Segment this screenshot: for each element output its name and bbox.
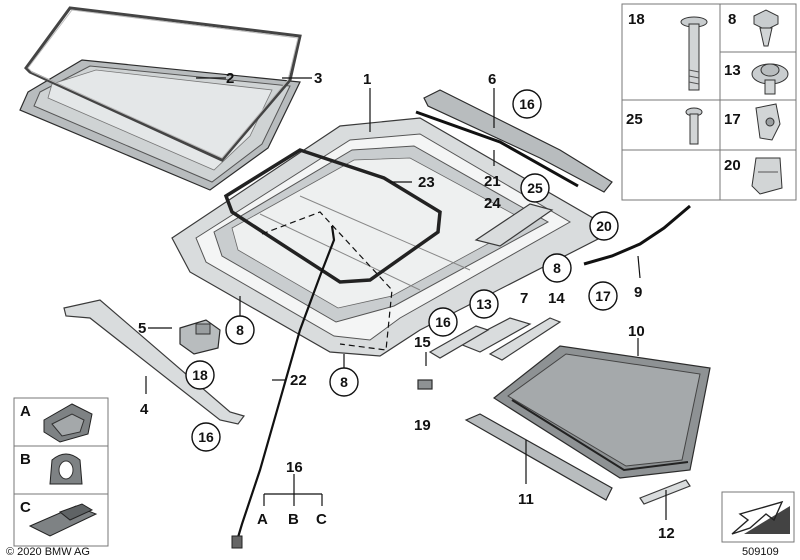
callout-10: 10 <box>628 323 645 340</box>
callout-8-circled-bottom: 8 <box>340 374 348 390</box>
bolt-icon <box>680 16 708 91</box>
group-16-variants: 16 A B C <box>257 459 327 528</box>
callout-3: 3 <box>314 70 322 87</box>
callout-23: 23 <box>418 174 435 191</box>
reference-dashed-outline <box>261 211 393 351</box>
leader-lines <box>145 77 667 520</box>
callout-15: 15 <box>414 334 431 351</box>
callout-14: 14 <box>548 290 565 307</box>
callout-11: 11 <box>518 491 534 508</box>
fastener-label-17: 17 <box>724 111 741 128</box>
callout-5: 5 <box>138 320 146 337</box>
cable-guide-part <box>428 325 490 359</box>
clip-variant-c-icon <box>28 503 98 537</box>
diagram-number: 509109 <box>742 546 779 558</box>
cross-member-part <box>464 413 613 501</box>
fastener-panel: 18 8 13 25 17 20 <box>621 3 797 201</box>
callout-25-circled: 25 <box>527 180 543 196</box>
callout-2: 2 <box>226 70 234 87</box>
clip-nut-icon <box>755 103 781 141</box>
self-tapping-screw-icon <box>753 9 779 47</box>
fastener-label-25: 25 <box>626 111 643 128</box>
frame-seal-part <box>223 148 442 284</box>
callout-16-circled-mid: 16 <box>435 314 451 330</box>
callout-20-circled: 20 <box>596 218 612 234</box>
rivet-icon <box>685 107 703 145</box>
group-16-b: B <box>288 511 299 528</box>
callout-6: 6 <box>488 71 496 88</box>
motor-part <box>179 319 221 355</box>
variant-legend: A B C <box>13 397 109 547</box>
guide-rail-right-part <box>458 317 532 353</box>
clip-part <box>417 379 433 390</box>
drain-hose-part <box>234 225 336 545</box>
callout-17-circled: 17 <box>595 288 611 304</box>
callout-21: 21 <box>484 173 501 190</box>
clip-variant-a-icon <box>43 403 93 443</box>
callout-8-circled-left: 8 <box>236 322 244 338</box>
spring-clip-icon <box>751 157 783 195</box>
callout-7: 7 <box>520 290 528 307</box>
group-16-label: 16 <box>286 459 303 476</box>
orientation-arrow-icon <box>721 491 795 543</box>
fastener-label-13: 13 <box>724 62 741 79</box>
callout-4: 4 <box>140 401 149 418</box>
screw-with-washer-icon <box>751 63 789 95</box>
sunroof-frame-part <box>171 117 601 357</box>
callout-16-circled-left: 16 <box>198 429 214 445</box>
fastener-label-20: 20 <box>724 157 741 174</box>
guide-rail-left-part <box>63 299 246 425</box>
group-16-a: A <box>257 511 268 528</box>
callout-9: 9 <box>634 284 642 301</box>
legend-c-label: C <box>20 499 31 516</box>
callout-1: 1 <box>363 71 371 88</box>
callout-24: 24 <box>484 195 501 212</box>
glass-seal-part <box>24 6 302 162</box>
wind-deflector-part <box>423 89 613 193</box>
roller-blind-part <box>492 345 711 479</box>
group-16-c: C <box>316 511 327 528</box>
callout-19: 19 <box>414 417 431 434</box>
fastener-label-18: 18 <box>628 11 645 28</box>
clip-variant-b-icon <box>49 453 83 485</box>
callout-12: 12 <box>658 525 675 542</box>
bracket-part <box>474 203 554 247</box>
callout-22: 22 <box>290 372 307 389</box>
callout-16-circled-top: 16 <box>519 96 535 112</box>
legend-a-label: A <box>20 403 31 420</box>
circled-callouts: 16 25 20 8 17 13 16 8 8 18 16 <box>185 89 619 452</box>
callout-labels: 1 2 3 4 5 6 7 9 10 11 12 14 15 19 21 22 … <box>138 70 675 542</box>
deflector-seal-part <box>415 110 579 188</box>
fastener-label-8: 8 <box>728 11 736 28</box>
drain-hose-front-part <box>583 204 691 266</box>
callout-13-circled: 13 <box>476 296 492 312</box>
copyright-text: © 2020 BMW AG <box>6 546 90 558</box>
callout-8-circled-right: 8 <box>553 260 561 276</box>
guide-rail-right-2-part <box>488 317 562 361</box>
legend-b-label: B <box>20 451 31 468</box>
trim-strip-part <box>639 479 691 505</box>
glass-panel-part <box>19 59 301 191</box>
callout-18-circled: 18 <box>192 367 208 383</box>
